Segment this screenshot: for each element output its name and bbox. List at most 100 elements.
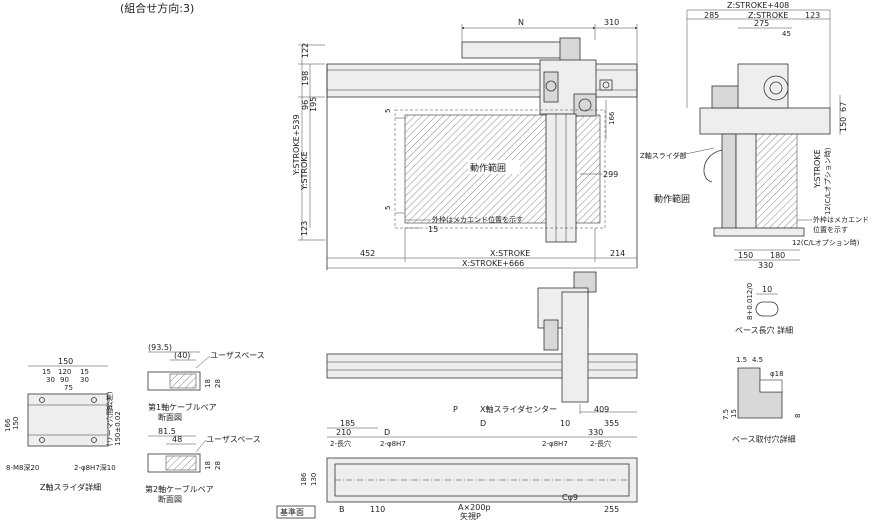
bv-slot-r: 2-長穴 xyxy=(590,439,611,448)
zs-d8: 8 xyxy=(106,406,114,410)
base-hole-detail: 1.5 4.5 φ18 7.5 15 8 ベース取付穴詳細 xyxy=(722,356,802,444)
dim-198: 198 xyxy=(301,71,310,86)
cb2-title2: 断面図 xyxy=(158,494,182,504)
bv-d210: 210 xyxy=(336,428,351,437)
front-x-center: X軸スライダセンター xyxy=(480,404,557,414)
dim-5b: 5 xyxy=(384,206,392,210)
outer-frame-note-r2: 位置を示す xyxy=(813,225,848,234)
cb2-user-space: ユーザスペース xyxy=(206,435,261,444)
cable-bear-top xyxy=(461,41,563,59)
z-slider-label: Z軸スライダ部 xyxy=(640,151,687,160)
front-p-mark: P xyxy=(453,405,458,414)
dim-45: 45 xyxy=(782,30,791,38)
zs-d15b: 15 xyxy=(80,368,89,376)
dim-122: 122 xyxy=(301,43,310,58)
dim-285: 285 xyxy=(704,11,719,20)
dim-195: 195 xyxy=(309,97,318,112)
zs-d166: 166 xyxy=(4,418,12,432)
zs-d30b: 30 xyxy=(80,376,89,384)
base-hole-d75: 7.5 xyxy=(722,409,730,420)
base-slot-d8: 8+0.012/0 xyxy=(746,283,754,320)
base-slot-detail: 10 8+0.012/0 ベース長穴 詳細 xyxy=(735,283,793,335)
bv-d330: 330 xyxy=(588,428,603,437)
dim-x-stroke: X:STROKE xyxy=(490,249,530,258)
base-hole-title: ベース取付穴詳細 xyxy=(732,434,796,444)
bv-d110: 110 xyxy=(370,505,385,514)
outer-frame-note: 外枠はメカエンド位置を示す xyxy=(432,215,523,224)
dim-y-stroke-r: Y:STROKE xyxy=(813,149,822,189)
bv-d-2: D xyxy=(480,419,486,428)
motion-range-right-label: 動作範囲 xyxy=(654,193,690,205)
bv-ref: 基準面 xyxy=(280,507,304,517)
cable-bear-2: 81.5 48 ユーザスペース 18 28 第2軸ケーブルベア 断面図 xyxy=(145,427,261,504)
dim-y-stroke-539: Y:STROKE+539 xyxy=(292,114,301,176)
top-view: 動作範囲 122 198 96 195 Y:ST xyxy=(292,18,638,270)
side-view: 動作範囲 Z:STROKE+408 285 Z:STROKE 123 275 4… xyxy=(640,1,869,270)
zs-d150b: 150 xyxy=(12,417,20,430)
dim-330-s: 330 xyxy=(758,261,773,270)
bv-pin-r: 2-φ8H7 xyxy=(542,440,568,448)
dim-12-r: 12(C/Lオプション時) xyxy=(824,147,832,215)
dim-n: N xyxy=(518,18,524,27)
bv-d10: 10 xyxy=(560,419,570,428)
z-axis-column xyxy=(545,113,577,243)
base-hole-d45: 4.5 xyxy=(752,356,763,364)
cable-bear-1: (93.5) (40) ユーザスペース 18 28 第1軸ケーブルベア 断面図 xyxy=(147,343,265,422)
bv-d130: 130 xyxy=(310,473,318,486)
side-rail xyxy=(699,107,831,135)
dim-15: 15 xyxy=(428,225,438,234)
dim-67: 67 xyxy=(839,102,848,112)
cb2-d815: 81.5 xyxy=(158,427,176,436)
zs-d120: 120 xyxy=(58,368,71,376)
zs-ream-note: (リーマ穴間公差) xyxy=(105,391,114,446)
bv-d-1: D xyxy=(384,428,390,437)
zs-d150: 150 xyxy=(58,357,73,366)
z-slider-detail: 150 15 120 15 30 90 30 75 166 150 (リーマ穴間… xyxy=(4,357,122,492)
dim-310: 310 xyxy=(604,18,619,27)
dim-150-s: 150 xyxy=(738,251,753,260)
dim-123-r: 123 xyxy=(805,11,820,20)
bv-d255: 255 xyxy=(604,505,619,514)
dim-214: 214 xyxy=(610,249,625,258)
cb1-title2: 断面図 xyxy=(158,412,182,422)
cb1-d40: (40) xyxy=(174,351,190,360)
front-rail xyxy=(326,353,638,379)
base-hole-phi18: φ18 xyxy=(770,370,784,378)
zs-d75: 75 xyxy=(64,384,73,392)
zs-d90: 90 xyxy=(60,376,69,384)
motion-range-label: 動作範囲 xyxy=(470,162,506,174)
dim-150-r: 150 xyxy=(839,117,848,132)
bv-b: B xyxy=(339,505,345,514)
cb1-d935: (93.5) xyxy=(148,343,172,352)
bv-d355: 355 xyxy=(604,419,619,428)
dim-180-s: 180 xyxy=(770,251,785,260)
bv-a200: A×200p xyxy=(458,503,491,512)
zs-tap: 8-M8深20 xyxy=(6,463,39,472)
zs-d150-tol: 150±0.02 xyxy=(114,411,122,446)
bv-slot-l: 2-長穴 xyxy=(330,439,351,448)
cb2-title1: 第2軸ケーブルベア xyxy=(145,484,214,494)
bv-c9: Cφ9 xyxy=(562,493,578,502)
dim-z-stroke-408: Z:STROKE+408 xyxy=(727,1,789,10)
dim-166: 166 xyxy=(608,111,616,125)
dim-96: 96 xyxy=(301,100,310,110)
base-hole-d15b: 15 xyxy=(730,409,738,418)
base-hole-d15: 1.5 xyxy=(736,356,747,364)
bv-pin-l: 2-φ8H7 xyxy=(380,440,406,448)
cb2-d18: 18 xyxy=(204,461,212,470)
dim-275: 275 xyxy=(754,19,769,28)
dim-z-stroke: Z:STROKE xyxy=(748,11,788,20)
dim-y-stroke: Y:STROKE xyxy=(300,151,309,191)
dim-5a: 5 xyxy=(384,109,392,113)
base-hole-d8: 8 xyxy=(794,414,802,418)
dim-x-stroke-666: X:STROKE+666 xyxy=(462,259,524,268)
cb1-d18: 18 xyxy=(204,379,212,388)
zs-pin: 2-φ8H7深10 xyxy=(74,463,116,472)
cb2-d48: 48 xyxy=(172,435,182,444)
dim-299: 299 xyxy=(603,170,618,179)
base-slot-title: ベース長穴 詳細 xyxy=(735,325,793,335)
dim-452: 452 xyxy=(360,249,375,258)
bv-d186: 186 xyxy=(300,472,308,486)
cb1-d28: 28 xyxy=(214,379,222,388)
